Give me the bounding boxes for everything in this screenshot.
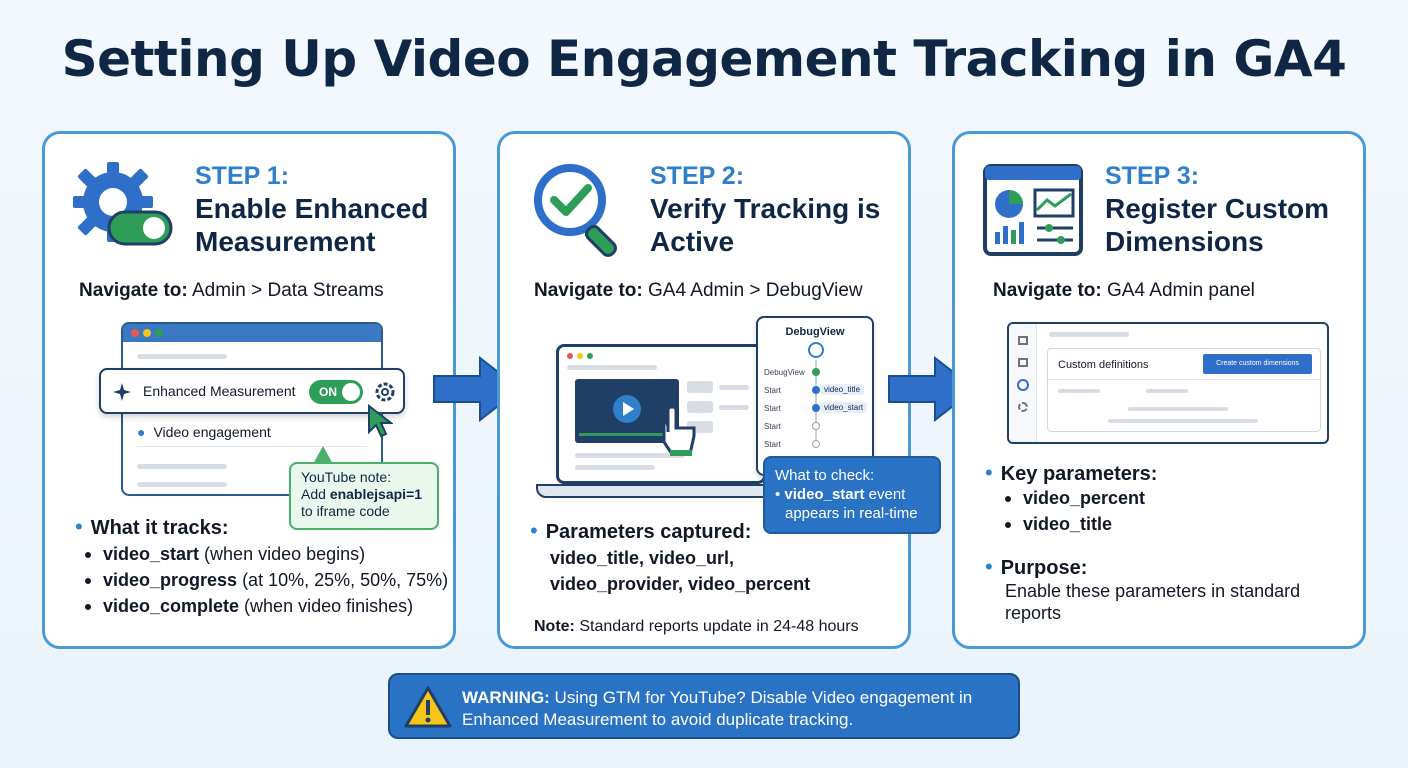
step-2-card: STEP 2: Verify Tracking is Active Naviga… [497, 131, 941, 649]
home-icon[interactable] [1018, 336, 1028, 345]
track-item: video_start (when video begins) [85, 544, 365, 565]
step-title: Register Custom Dimensions [1105, 193, 1330, 257]
navigate-hint: Navigate to: Admin > Data Streams [79, 280, 384, 301]
custom-definitions-section: Custom definitions Create custom dimensi… [1047, 348, 1321, 432]
step-number: STEP 2: [650, 162, 745, 190]
hand-click-icon [662, 405, 696, 456]
custom-definitions-label: Custom definitions [1058, 359, 1149, 371]
parameters-heading: •Parameters captured: [530, 518, 752, 543]
page-title: Setting Up Video Engagement Tracking in … [61, 30, 1347, 88]
cursor-icon [368, 404, 393, 438]
what-to-check-callout: What to check: • video_start event appea… [763, 456, 941, 534]
purpose-heading: •Purpose: [985, 554, 1088, 579]
track-item: video_complete (when video finishes) [85, 596, 413, 617]
admin-panel-mockup: Custom definitions Create custom dimensi… [1007, 322, 1329, 444]
what-it-tracks-heading: •What it tracks: [75, 514, 229, 539]
explore-icon[interactable] [1017, 379, 1029, 391]
laptop-base [536, 484, 786, 498]
track-item: video_progress (at 10%, 25%, 50%, 75%) [85, 570, 448, 591]
video-engagement-item[interactable]: ●Video engagement [137, 424, 271, 440]
key-parameter-item: video_percent [1005, 488, 1145, 509]
admin-sidebar [1009, 324, 1037, 442]
navigate-hint: Navigate to: GA4 Admin > DebugView [534, 280, 863, 301]
gear-icon[interactable] [373, 380, 397, 404]
youtube-note: YouTube note: Add enablejsapi=1 to ifram… [289, 462, 439, 530]
key-parameter-item: video_title [1005, 514, 1112, 535]
video-player[interactable] [575, 379, 679, 443]
reports-note: Note: Standard reports update in 24-48 h… [534, 618, 859, 635]
warning-icon [404, 686, 452, 728]
step-title: Enable Enhanced Measurement [195, 193, 429, 257]
browser-titlebar [123, 324, 381, 342]
settings-icon[interactable] [1018, 402, 1028, 412]
step-title: Verify Tracking is Active [650, 193, 881, 257]
magnifier-check-icon [534, 164, 617, 257]
debugview-panel: DebugView DebugView Start video_title St… [756, 316, 874, 476]
dashboard-icon [983, 164, 1083, 256]
laptop-mockup [556, 344, 766, 484]
enhanced-measurement-toggle[interactable]: ON [309, 380, 363, 404]
navigate-hint: Navigate to: GA4 Admin panel [993, 280, 1255, 301]
step-number: STEP 1: [195, 162, 290, 190]
key-parameters-heading: •Key parameters: [985, 460, 1158, 485]
gear-toggle-icon [73, 162, 173, 246]
parameters-list: video_provider, video_percent [550, 574, 811, 594]
note-pointer [313, 446, 333, 464]
reports-icon[interactable] [1018, 358, 1028, 367]
step-1-card: STEP 1: Enable Enhanced Measurement Navi… [42, 131, 456, 649]
play-icon[interactable] [613, 395, 641, 423]
warning-text: WARNING: Using GTM for YouTube? Disable … [462, 688, 973, 729]
purpose-text: Enable these parameters in standard repo… [1005, 581, 1301, 623]
enhanced-measurement-bar: Enhanced Measurement ON [99, 368, 405, 414]
parameters-list: video_title, video_url, [550, 548, 735, 568]
step-number: STEP 3: [1105, 162, 1200, 190]
create-custom-dimensions-button[interactable]: Create custom dimensions [1203, 354, 1312, 374]
step-3-card: STEP 3: Register Custom Dimensions Navig… [952, 131, 1366, 649]
warning-banner: WARNING: Using GTM for YouTube? Disable … [388, 673, 1020, 739]
sparkle-icon [113, 383, 131, 401]
enhanced-measurement-label: Enhanced Measurement [143, 383, 296, 399]
